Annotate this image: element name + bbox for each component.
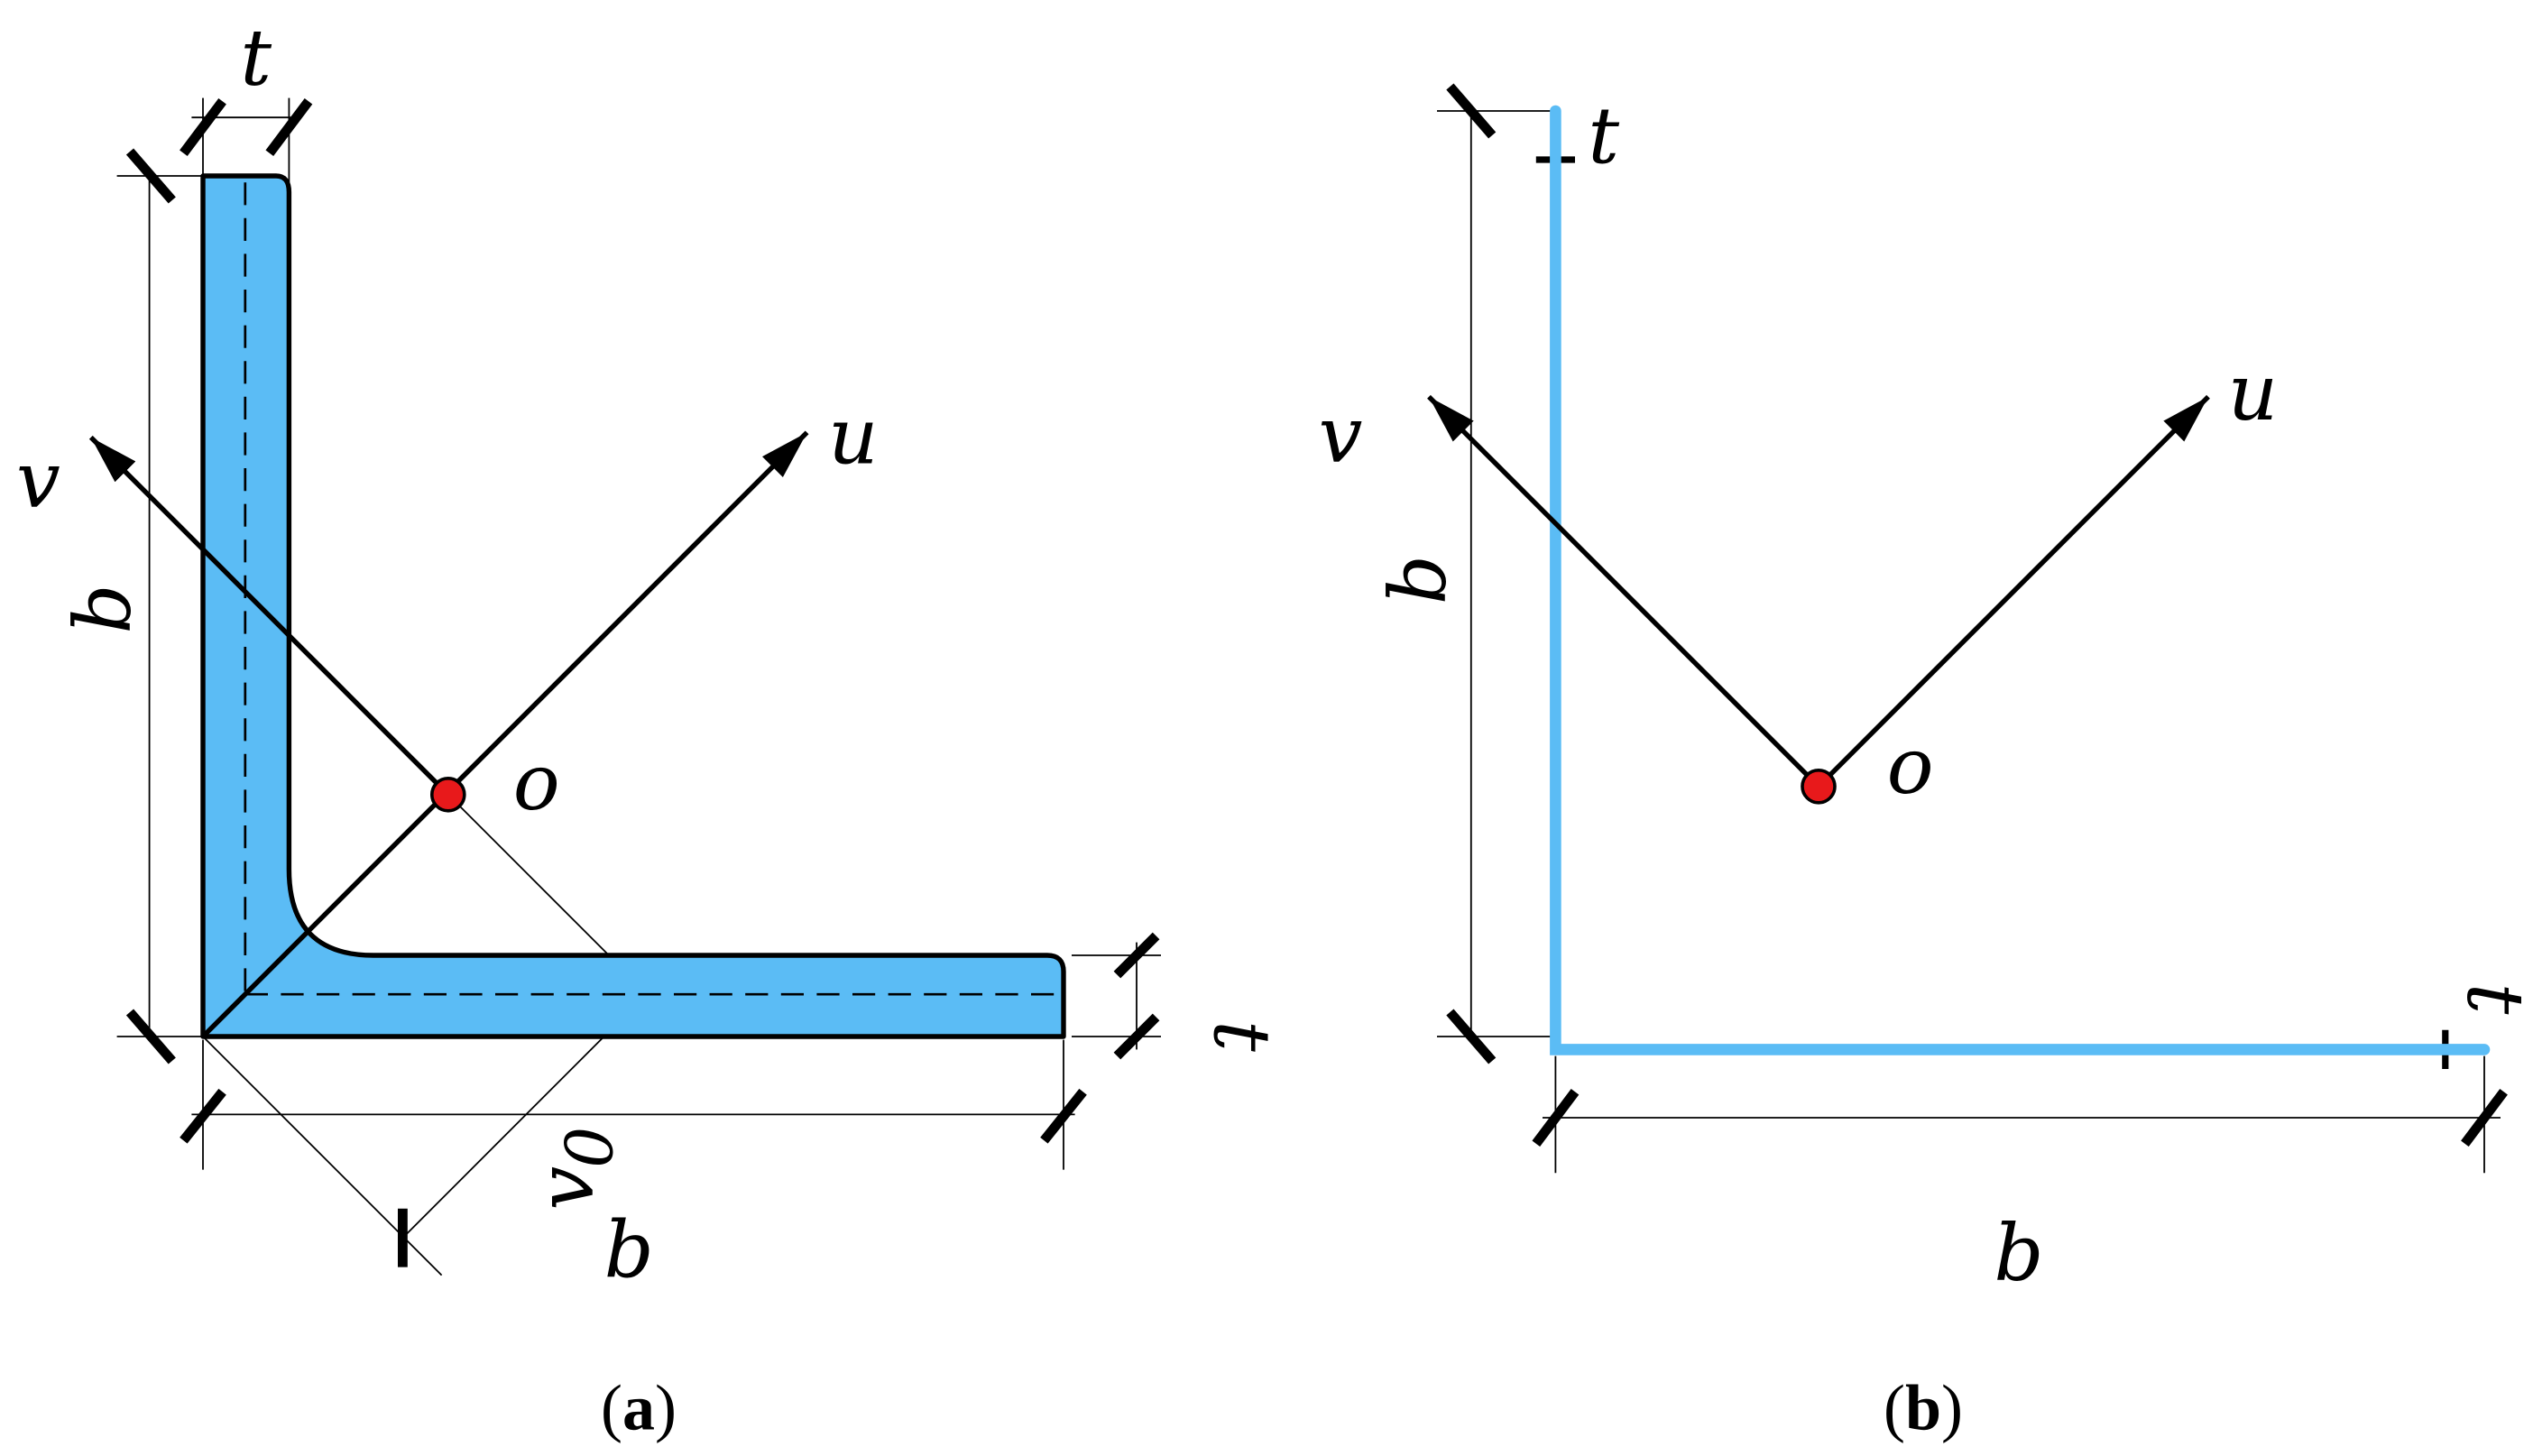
- thin-wall-centerline: [1550, 105, 2491, 1055]
- panel-a-caption-open: (: [601, 1372, 622, 1444]
- panel-a-label-b-bottom: b: [604, 1205, 654, 1295]
- panel-a-label-v0-main: v: [521, 1166, 612, 1211]
- panel-b-caption-letter: b: [1905, 1372, 1941, 1444]
- panel-b-tick-marks: [1446, 83, 2508, 1147]
- panel-a: t b v u o t v 0 b (a): [16, 14, 1285, 1443]
- panel-b-caption-close: ): [1941, 1372, 1963, 1444]
- panel-a-caption-close: ): [655, 1372, 677, 1444]
- panel-a-label-v: v: [16, 436, 60, 526]
- panel-b-label-v: v: [1319, 391, 1363, 481]
- panel-b-label-b-left: b: [1374, 555, 1464, 604]
- panel-a-v-axis: [88, 435, 450, 797]
- panel-a-label-v0-sub: 0: [552, 1127, 628, 1168]
- panel-a-label-u: u: [828, 392, 879, 483]
- panel-a-caption-letter: a: [622, 1372, 655, 1444]
- panel-b-label-o: o: [1887, 722, 1934, 812]
- panel-b-label-b-bottom: b: [1994, 1209, 2043, 1299]
- panel-b-shear-center: [1801, 769, 1837, 805]
- panel-a-label-t-right: t: [1195, 1020, 1285, 1052]
- panel-b-v-axis: [1427, 394, 1820, 788]
- panel-a-shear-center: [430, 777, 466, 813]
- panel-b-label-u: u: [2228, 348, 2279, 438]
- panel-b-caption: (b): [1884, 1372, 1963, 1444]
- panel-b-label-t-right: t: [2449, 983, 2533, 1015]
- panel-b-caption-open: (: [1884, 1372, 1905, 1444]
- panel-a-label-t-top: t: [240, 14, 272, 104]
- panel-a-caption: (a): [601, 1372, 677, 1444]
- panel-b-dimension-lines: [1437, 110, 2501, 1174]
- panel-a-u-axis: [201, 430, 809, 1038]
- panel-a-label-o: o: [513, 738, 560, 828]
- panel-a-label-v0: v 0: [521, 1127, 628, 1211]
- panel-b-label-t-top: t: [1588, 92, 1619, 182]
- panel-a-label-b-left: b: [59, 584, 149, 633]
- panel-b-u-axis: [1817, 394, 2210, 788]
- panel-b: t v u b o t b (b): [1319, 83, 2533, 1444]
